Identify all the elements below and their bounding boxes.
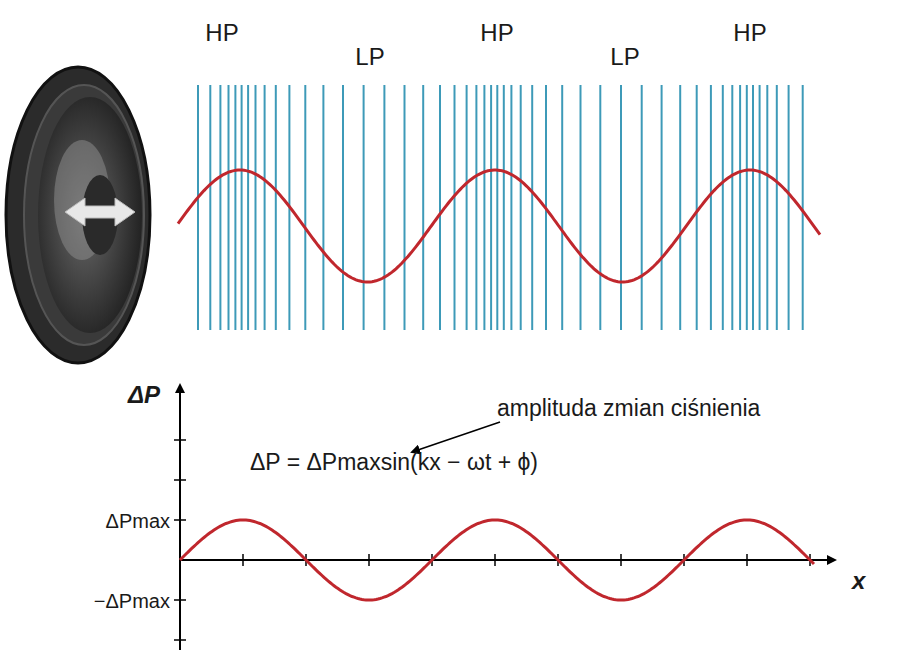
pressure-line: [731, 85, 733, 330]
pressure-line: [228, 85, 230, 330]
pressure-line: [776, 85, 778, 330]
pressure-line: [661, 85, 663, 330]
pressure-line: [383, 85, 385, 330]
pressure-line: [788, 85, 790, 330]
tick-label: ΔPmax: [106, 510, 170, 532]
pressure-label: HP: [480, 20, 513, 46]
axes: [174, 385, 835, 650]
pressure-line: [197, 85, 199, 330]
pressure-line: [275, 85, 277, 330]
pressure-line: [342, 85, 344, 330]
pressure-line: [599, 85, 601, 330]
pressure-line: [696, 85, 698, 330]
pressure-line: [802, 85, 804, 330]
pressure-line: [454, 85, 456, 330]
pressure-line: [422, 85, 424, 330]
pressure-line: [264, 85, 266, 330]
pressure-line: [209, 85, 211, 330]
pressure-graph: [180, 520, 814, 600]
pressure-line: [752, 85, 754, 330]
axis-label: ΔP: [128, 382, 160, 408]
pressure-line: [322, 85, 324, 330]
pressure-line: [746, 85, 748, 330]
pressure-line: [722, 85, 724, 330]
pressure-line: [247, 85, 249, 330]
pressure-line: [475, 85, 477, 330]
axis-label: x: [852, 568, 865, 594]
pressure-label: HP: [733, 20, 766, 46]
pressure-line: [620, 85, 622, 330]
pressure-line: [255, 85, 257, 330]
speaker: [6, 67, 150, 363]
pressure-line: [496, 85, 498, 330]
pressure-line: [439, 85, 441, 330]
pressure-line: [466, 85, 468, 330]
pressure-label: HP: [205, 20, 238, 46]
pressure-line: [234, 85, 236, 330]
pressure-curve: [178, 170, 820, 282]
pressure-label: LP: [610, 44, 639, 70]
leader-arrow: [412, 422, 500, 452]
pressure-line: [304, 85, 306, 330]
pressure-line: [679, 85, 681, 330]
pressure-line: [759, 85, 761, 330]
pressure-line: [363, 85, 365, 330]
pressure-line: [739, 85, 741, 330]
pressure-line: [520, 85, 522, 330]
pressure-line: [483, 85, 485, 330]
pressure-line: [766, 85, 768, 330]
annotation: amplituda zmian ciśnienia: [497, 396, 760, 421]
pressure-line: [510, 85, 512, 330]
pressure-line: [219, 85, 221, 330]
pressure-line: [710, 85, 712, 330]
pressure-line: [580, 85, 582, 330]
pressure-line: [241, 85, 243, 330]
pressure-line: [404, 85, 406, 330]
tick-label: −ΔPmax: [94, 590, 170, 612]
pressure-line: [561, 85, 563, 330]
pressure-line: [490, 85, 492, 330]
pressure-line: [503, 85, 505, 330]
pressure-line: [531, 85, 533, 330]
pressure-label: LP: [355, 44, 384, 70]
formula: ΔP = ΔPmaxsin(kx − ωt + ϕ): [250, 450, 538, 475]
pressure-line: [641, 85, 643, 330]
